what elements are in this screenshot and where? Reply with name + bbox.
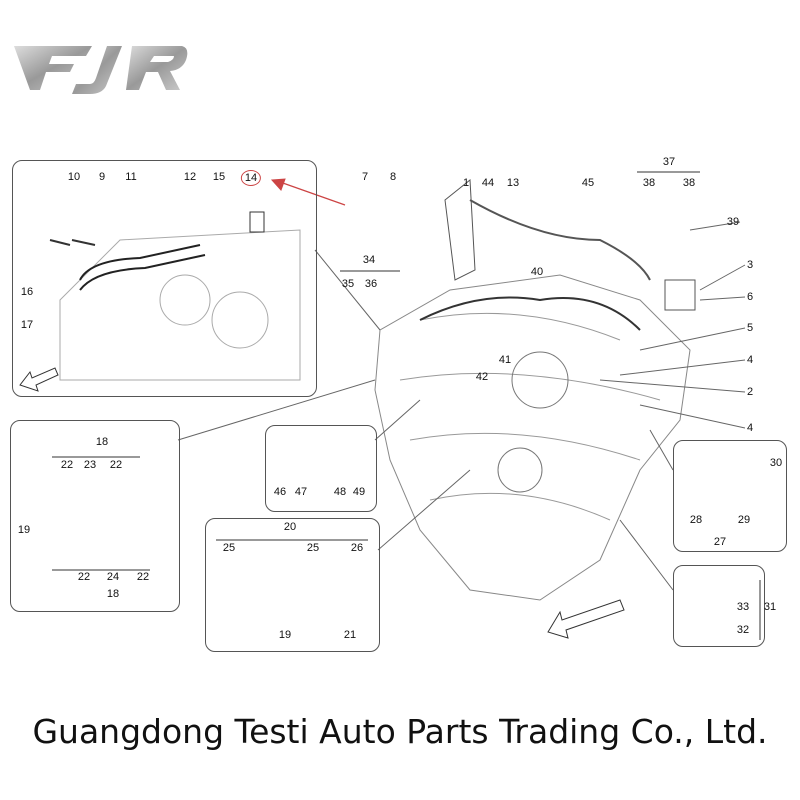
inset-sensor-27 <box>673 440 787 552</box>
company-name: Guangdong Testi Auto Parts Trading Co., … <box>32 712 768 751</box>
callout: 8 <box>389 171 397 183</box>
callout: 19 <box>17 524 31 536</box>
callout: 16 <box>20 286 34 298</box>
callout: 2 <box>746 386 754 398</box>
callout: 11 <box>125 171 137 183</box>
callout: 3 <box>746 259 754 271</box>
callout: 27 <box>713 536 727 548</box>
callout: 13 <box>506 177 520 189</box>
callout: 40 <box>530 266 544 278</box>
callout: 30 <box>769 457 783 469</box>
callout: 23 <box>83 459 97 471</box>
callout: 34 <box>362 254 376 266</box>
callout: 18 <box>106 588 120 600</box>
callout: 26 <box>350 542 364 554</box>
callout: 35 <box>341 278 355 290</box>
callout: 41 <box>498 354 512 366</box>
callout: 32 <box>736 624 750 636</box>
callout: 39 <box>726 216 740 228</box>
callout: 6 <box>746 291 754 303</box>
callout: 33 <box>736 601 750 613</box>
callout: 44 <box>481 177 495 189</box>
callout: 17 <box>20 319 34 331</box>
callout: 22 <box>136 571 150 583</box>
inset-sensor-46-49 <box>265 425 377 512</box>
inset-bracket-20 <box>205 518 380 652</box>
callout: 25 <box>222 542 236 554</box>
inset-sensor-31 <box>673 565 765 647</box>
callout: 1 <box>462 177 470 189</box>
callout: 21 <box>343 629 357 641</box>
callout: 47 <box>294 486 308 498</box>
callout: 9 <box>98 171 106 183</box>
callout: 4 <box>746 354 754 366</box>
callout: 20 <box>283 521 297 533</box>
callout: 38 <box>642 177 656 189</box>
callout: 22 <box>60 459 74 471</box>
callout: 31 <box>763 601 777 613</box>
callout: 19 <box>278 629 292 641</box>
callout: 22 <box>77 571 91 583</box>
inset-fuel-lines <box>12 160 317 397</box>
callout: 4 <box>746 422 754 434</box>
callout-highlighted: 14 <box>240 170 262 186</box>
callout: 42 <box>475 371 489 383</box>
callout: 18 <box>95 436 109 448</box>
callout: 15 <box>212 171 226 183</box>
callout: 25 <box>306 542 320 554</box>
callout: 28 <box>689 514 703 526</box>
inset-bracket-18 <box>10 420 180 612</box>
callout: 7 <box>361 171 369 183</box>
callout: 36 <box>364 278 378 290</box>
callout: 22 <box>109 459 123 471</box>
callout: 46 <box>273 486 287 498</box>
callout: 5 <box>746 322 754 334</box>
callout: 45 <box>581 177 595 189</box>
callout: 10 <box>67 171 81 183</box>
callout: 37 <box>662 156 676 168</box>
fjr-logo <box>14 46 188 94</box>
callout: 12 <box>183 171 197 183</box>
callout: 24 <box>106 571 120 583</box>
callout: 49 <box>352 486 366 498</box>
callout: 29 <box>737 514 751 526</box>
callout: 48 <box>333 486 347 498</box>
callout: 38 <box>682 177 696 189</box>
